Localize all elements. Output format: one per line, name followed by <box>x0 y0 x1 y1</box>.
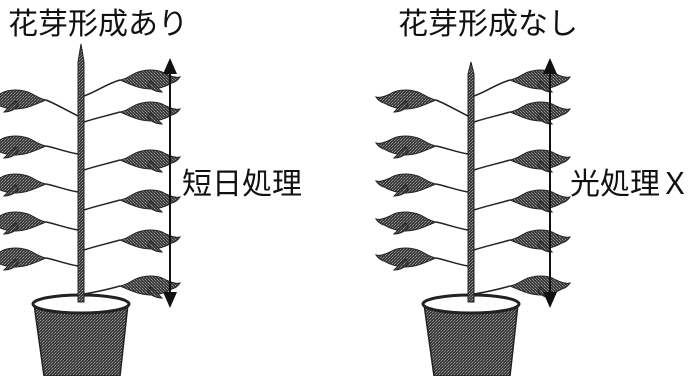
plant-right <box>375 61 570 377</box>
stem-right <box>467 61 475 303</box>
arrow-left <box>163 58 177 308</box>
leaf <box>375 173 437 197</box>
leaf <box>510 190 570 212</box>
leaf <box>0 247 47 271</box>
treatment-label-left: 短日処理 <box>182 167 302 202</box>
leaves-left <box>0 70 180 298</box>
pot-left <box>31 293 131 377</box>
plant-left <box>0 43 180 377</box>
stem-left <box>77 43 85 303</box>
leaf <box>510 276 570 298</box>
leaf <box>375 135 437 159</box>
leaf <box>375 89 437 113</box>
leaf <box>0 173 47 197</box>
leaf <box>0 211 47 235</box>
leaf <box>0 89 47 113</box>
leaf <box>510 102 570 124</box>
leaf <box>375 247 437 271</box>
leaf <box>510 230 570 252</box>
leaf <box>510 150 570 172</box>
leaf <box>510 70 570 92</box>
leaf <box>0 135 47 159</box>
caption-right: 花芽形成なし <box>398 7 578 42</box>
caption-left: 花芽形成あり <box>8 7 188 42</box>
leaf <box>375 211 437 235</box>
arrow-right <box>543 58 557 308</box>
leaves-right <box>375 70 570 298</box>
pot-right <box>421 293 521 377</box>
treatment-label-right: 光処理Ｘ <box>570 167 690 202</box>
